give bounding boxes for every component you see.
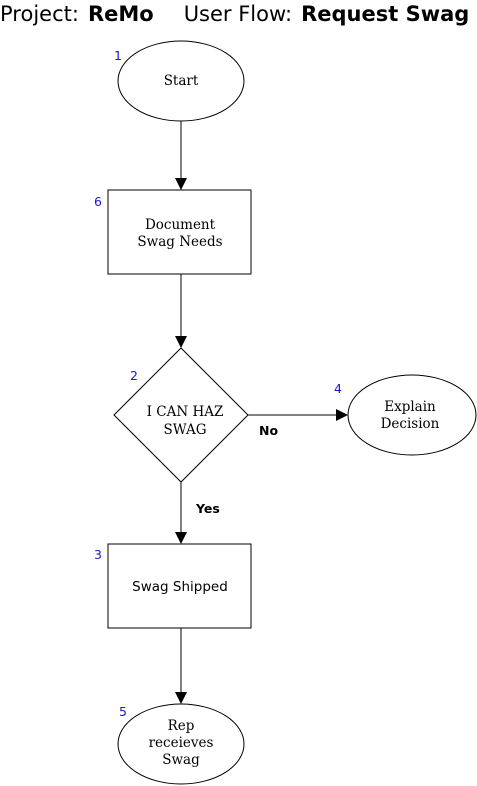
user-flow-name: Request Swag bbox=[301, 2, 470, 26]
step-number-1: 1 bbox=[114, 48, 122, 63]
diagram-header: Project: ReMo User Flow: Request Swag bbox=[0, 0, 477, 30]
project-name: ReMo bbox=[87, 2, 154, 26]
node-received-text-line-3: Swag bbox=[162, 752, 200, 768]
step-number-6: 6 bbox=[94, 194, 102, 209]
node-received-text-line-2: receieves bbox=[149, 735, 214, 751]
user-flow-label: User Flow: bbox=[183, 2, 293, 26]
step-number-2: 2 bbox=[130, 368, 138, 383]
node-received-text-line-1: Rep bbox=[168, 718, 195, 734]
node-explain-text-line-2: Decision bbox=[381, 416, 440, 432]
node-explain-decision: Explain Decision 4 bbox=[334, 374, 477, 456]
node-document-text-line-2: Swag Needs bbox=[137, 234, 222, 250]
node-rep-receives-swag: Rep receieves Swag 5 bbox=[117, 703, 245, 785]
step-number-3: 3 bbox=[94, 547, 102, 562]
step-number-5: 5 bbox=[119, 704, 127, 719]
node-shipped-text: Swag Shipped bbox=[132, 579, 228, 595]
node-decision-text-line-1: I CAN HAZ bbox=[147, 404, 224, 420]
project-label: Project: bbox=[0, 2, 79, 26]
node-swag-shipped: Swag Shipped 3 bbox=[94, 543, 252, 629]
node-document-text-line-1: Document bbox=[145, 217, 216, 233]
node-start: Start 1 bbox=[114, 40, 245, 122]
node-document-swag-needs: Document Swag Needs 6 bbox=[94, 189, 252, 275]
node-decision-i-can-haz-swag: I CAN HAZ SWAG 2 bbox=[113, 347, 249, 483]
step-number-4: 4 bbox=[334, 381, 342, 396]
node-decision-text-line-2: SWAG bbox=[164, 422, 207, 438]
edge-label-yes: Yes bbox=[195, 501, 220, 516]
node-explain-text-line-1: Explain bbox=[384, 399, 436, 415]
node-start-text: Start bbox=[164, 73, 199, 89]
edge-label-no: No bbox=[259, 423, 278, 438]
